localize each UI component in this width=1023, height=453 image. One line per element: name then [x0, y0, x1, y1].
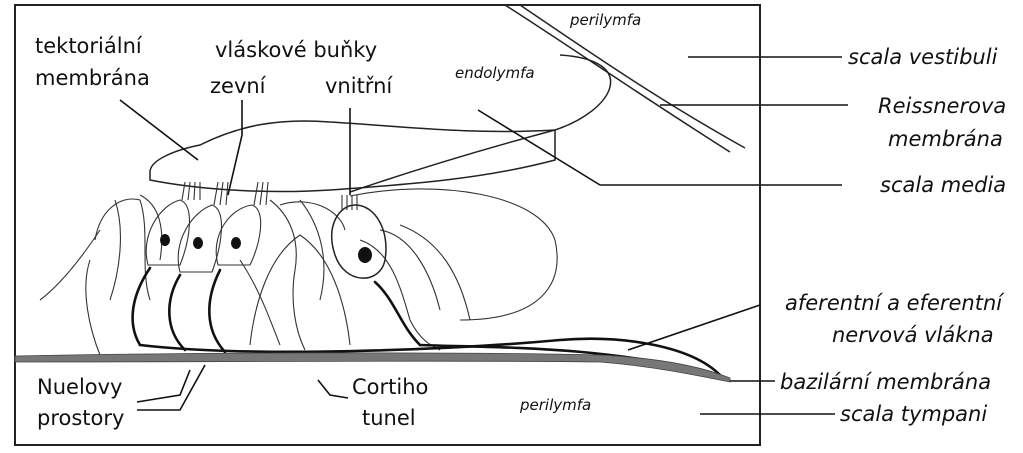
label-perilymph-top: perilymfa [569, 11, 641, 29]
label-nuel-2: prostory [37, 406, 124, 430]
label-basilar-membrane: bazilární membrána [780, 370, 991, 394]
label-endolymph: endolymfa [455, 64, 535, 82]
tectorial-membrane [150, 121, 555, 192]
label-hair-cells: vláskové buňky [215, 38, 377, 62]
label-scala-vestibuli: scala vestibuli [848, 45, 998, 69]
label-reissner-1: Reissnerova [878, 94, 1006, 118]
label-corti-1: Cortiho [352, 375, 428, 399]
label-tectorial-2: membrána [35, 66, 150, 90]
label-perilymph-bottom: perilymfa [519, 396, 591, 414]
label-nerve-fibers-1: aferentní a eferentní [785, 291, 1005, 315]
corti-tunnel [250, 235, 350, 345]
label-scala-tympani: scala tympani [840, 402, 987, 426]
label-corti-2: tunel [362, 406, 416, 430]
inner-hair-cell [332, 195, 386, 278]
outer-hair-cells [146, 182, 268, 272]
label-outer-hair-cells: zevní [210, 74, 267, 98]
label-nuel-1: Nuelovy [37, 375, 122, 399]
label-tectorial-1: tektoriální [35, 34, 143, 58]
label-inner-hair-cells: vnitřní [325, 74, 393, 98]
label-scala-media: scala media [880, 173, 1006, 197]
label-nerve-fibers-2: nervová vlákna [832, 323, 994, 347]
supporting-cells [40, 195, 470, 355]
label-reissner-2: membrána [888, 127, 1003, 151]
